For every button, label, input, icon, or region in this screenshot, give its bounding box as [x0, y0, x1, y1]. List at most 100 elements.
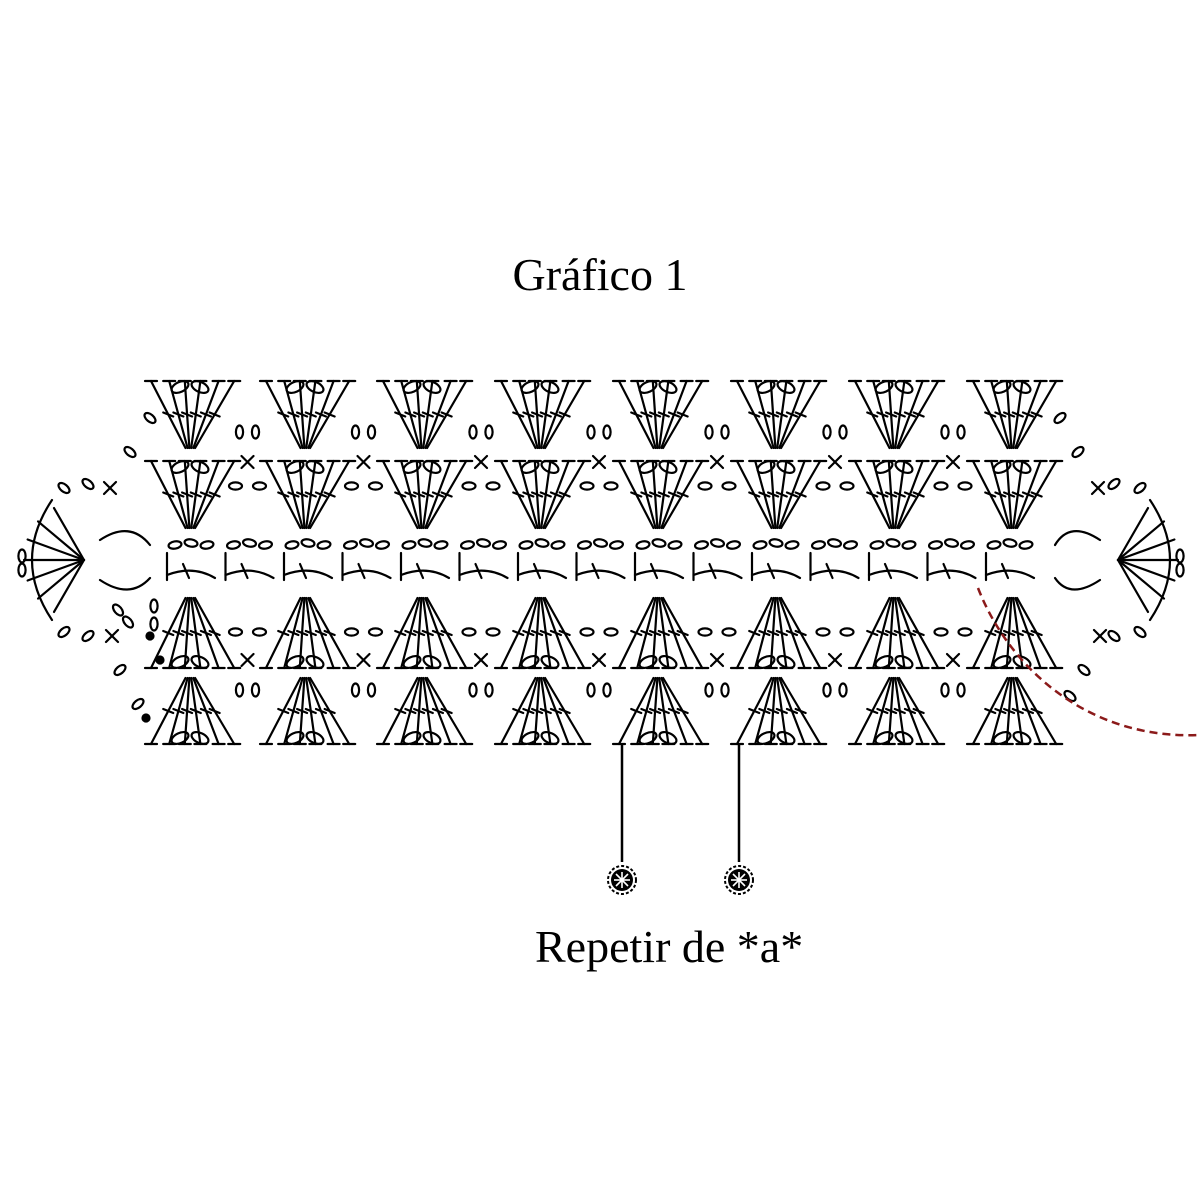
double-crochet-icon — [779, 379, 828, 450]
chain-stitch-icon — [1133, 481, 1147, 495]
double-crochet-icon — [189, 459, 208, 530]
chain-stitch-icon — [608, 540, 625, 550]
chain-stitch-icon — [550, 540, 566, 550]
fan-motif-icon — [493, 676, 592, 746]
double-crochet-icon — [661, 676, 710, 746]
double-crochet-icon — [309, 676, 357, 746]
double-crochet-icon — [421, 379, 440, 450]
double-crochet-icon — [1011, 676, 1030, 746]
chain-stitch-icon — [81, 477, 95, 491]
double-crochet-icon — [893, 596, 912, 670]
double-crochet-icon — [527, 379, 544, 450]
chain-stitch-icon — [602, 424, 612, 440]
double-crochet-icon — [542, 379, 576, 450]
chain-stitch-icon — [241, 538, 258, 548]
chain-stitch-icon — [81, 629, 95, 643]
double-crochet-icon — [292, 379, 309, 450]
double-crochet-icon — [775, 379, 794, 450]
double-crochet-icon — [778, 676, 812, 746]
double-crochet-icon — [277, 379, 304, 450]
fan-motif-icon — [258, 459, 357, 530]
double-crochet-icon — [543, 379, 592, 450]
double-crochet-icon — [965, 459, 1009, 530]
double-crochet-icon — [729, 676, 773, 746]
double-crochet-icon — [611, 596, 655, 670]
chain-stitch-icon — [461, 481, 477, 491]
double-crochet-icon — [177, 379, 194, 450]
single-crochet-icon — [399, 551, 451, 582]
double-crochet-icon — [779, 596, 828, 670]
chain-stitch-icon — [822, 682, 832, 698]
chain-stitch-icon — [579, 627, 595, 637]
chain-stitch-icon — [768, 538, 784, 548]
double-crochet-icon — [304, 379, 323, 450]
chain-stitch-icon — [57, 625, 71, 639]
double-crochet-icon — [277, 459, 304, 530]
fan-motif-icon — [611, 596, 710, 670]
fan-motif-icon — [375, 676, 474, 746]
slip-stitch-icon — [141, 713, 151, 723]
double-crochet-icon — [999, 596, 1016, 670]
double-crochet-icon — [866, 596, 893, 670]
fan-motif-icon — [847, 379, 946, 450]
double-crochet-icon — [1011, 459, 1030, 530]
double-crochet-icon — [660, 379, 694, 450]
single-crochet-icon — [692, 551, 743, 582]
double-crochet-icon — [409, 459, 426, 530]
double-crochet-icon — [309, 459, 357, 530]
chain-stitch-icon — [167, 540, 183, 550]
double-crochet-icon — [493, 459, 537, 530]
double-crochet-icon — [778, 596, 812, 670]
double-crochet-icon — [277, 676, 304, 746]
chain-stitch-icon — [933, 481, 949, 491]
double-crochet-icon — [881, 676, 898, 746]
double-crochet-icon — [512, 379, 539, 450]
chain-stitch-icon — [367, 481, 384, 491]
fan-motif-icon — [729, 379, 828, 450]
double-crochet-icon — [189, 596, 208, 670]
double-crochet-icon — [143, 459, 187, 530]
single-crochet-icon — [104, 628, 120, 644]
double-crochet-icon — [881, 596, 898, 670]
double-crochet-icon — [421, 676, 440, 746]
fan-motif-icon — [847, 676, 946, 746]
double-crochet-icon — [763, 459, 780, 530]
chain-stitch-icon — [367, 627, 384, 637]
chain-stitch-icon — [342, 540, 359, 550]
double-crochet-icon — [162, 676, 189, 746]
chain-stitch-icon — [358, 538, 375, 548]
chain-stitch-icon — [1053, 411, 1067, 425]
double-crochet-icon — [258, 596, 302, 670]
chain-stitch-icon — [183, 538, 199, 548]
double-crochet-icon — [493, 596, 537, 670]
double-crochet-icon — [1014, 459, 1048, 530]
chain-stitch-icon — [842, 540, 859, 550]
chain-stitch-icon — [586, 424, 596, 440]
chain-stitch-icon — [484, 424, 494, 440]
double-crochet-icon — [630, 459, 657, 530]
double-crochet-icon — [539, 676, 558, 746]
single-crochet-icon — [945, 454, 961, 470]
double-crochet-icon — [1014, 676, 1048, 746]
double-crochet-icon — [192, 459, 226, 530]
chain-stitch-icon — [199, 540, 215, 550]
chain-stitch-icon — [940, 424, 950, 440]
chain-stitch-icon — [485, 481, 501, 491]
double-crochet-icon — [189, 676, 208, 746]
slip-stitch-icon — [145, 631, 155, 641]
chain-stitch-icon — [227, 627, 244, 637]
double-crochet-icon — [965, 596, 1009, 670]
double-crochet-icon — [778, 379, 812, 450]
double-crochet-icon — [409, 596, 426, 670]
double-crochet-icon — [394, 676, 421, 746]
double-crochet-icon — [984, 379, 1011, 450]
chain-stitch-icon — [697, 481, 713, 491]
single-crochet-icon — [240, 454, 255, 470]
double-crochet-icon — [775, 596, 794, 670]
chain-stitch-icon — [251, 627, 268, 637]
fan-motif-icon — [847, 596, 946, 670]
fan-motif-icon — [375, 379, 474, 450]
double-crochet-icon — [729, 596, 773, 670]
double-crochet-icon — [177, 676, 194, 746]
double-crochet-icon — [763, 596, 780, 670]
